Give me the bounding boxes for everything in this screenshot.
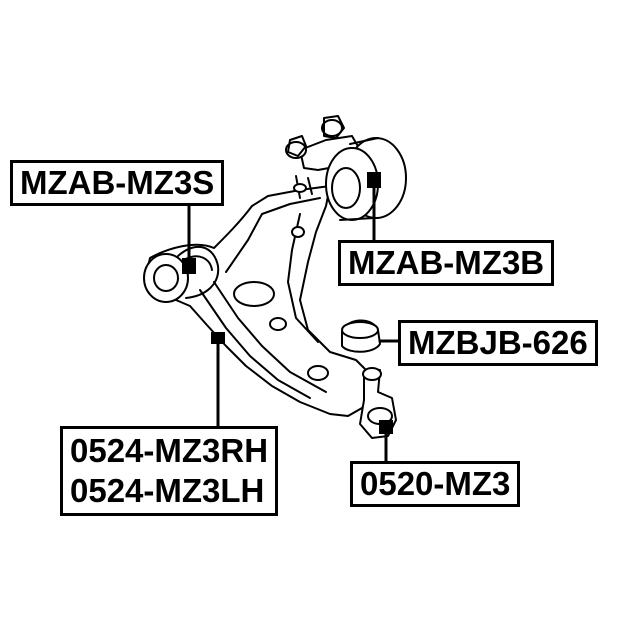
marker-control-arm (211, 332, 225, 344)
label-control-arm: 0524-MZ3RH 0524-MZ3LH (60, 426, 279, 516)
arm-hole-small-2 (307, 365, 329, 381)
label-bump-stop: MZBJB-626 (398, 320, 598, 366)
arm-hole-large (233, 281, 275, 307)
label-upper-bushing: MZAB-MZ3S (10, 160, 225, 206)
arm-flange-lines (199, 197, 327, 399)
leader-markers (182, 172, 393, 434)
marker-ball-joint (379, 420, 393, 434)
marker-rear-bushing (367, 172, 381, 188)
label-ball-joint: 0520-MZ3 (350, 461, 521, 507)
label-rear-bushing: MZAB-MZ3B (338, 240, 555, 286)
arm-hole-small (269, 317, 287, 331)
label-control-arm-right: 0524-MZ3RH (70, 432, 269, 469)
arm-hole-rib (291, 226, 305, 238)
marker-upper-bushing (182, 258, 196, 274)
bump-stop-part (341, 319, 381, 353)
label-control-arm-left: 0524-MZ3LH (70, 472, 265, 509)
front-bushing (143, 245, 220, 303)
